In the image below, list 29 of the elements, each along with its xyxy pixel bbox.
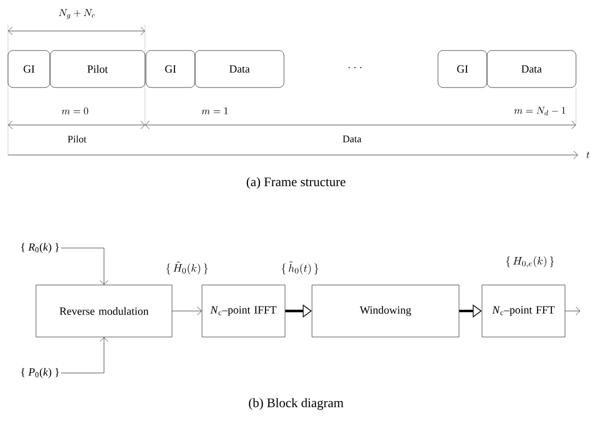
arrow [60,248,108,285]
edge-label: $\{\, H_{0,e}(k) \,\}$ [504,255,556,269]
arrow [172,306,202,316]
signal-label: { R$_{0}$(k) } [21,243,59,253]
ellipsis: · · · [346,66,364,72]
caption: (b) Block diagram [247,397,345,411]
frame-segment: Pilot [50,50,146,88]
frame-segment: Data [486,50,576,88]
arrow [60,337,108,374]
frame-segment: GI [8,50,50,88]
process-box: N$_{c}$–point FFT [482,284,566,338]
frame-segment: GI [146,50,196,88]
process-box: Windowing [312,284,460,338]
signal-label: { P$_{0}$(k) } [21,368,59,378]
dimension-label: $N_g + N_c$ [58,8,97,20]
frame-segment: Data [194,50,284,88]
index-label: $m = 0$ [60,106,90,116]
edge-label: $\{\, \tilde{H}_0(k) \,\}$ [164,260,210,276]
axis-label: $t$ [585,150,591,160]
span-label: Data [342,134,362,144]
index-label: $m = 1$ [200,106,230,116]
index-label: $m = N_d - 1$ [512,106,568,116]
frame-segment: GI [438,50,488,88]
caption: (a) Frame structure [245,176,347,190]
process-box: N$_{c}$–point IFFT [202,284,286,338]
arrow [565,306,580,316]
span-label: Pilot [66,134,88,144]
edge-label: $\{\, \tilde{h}_0(t) \,\}$ [280,260,320,276]
process-box: Reverse modulation [36,284,172,338]
